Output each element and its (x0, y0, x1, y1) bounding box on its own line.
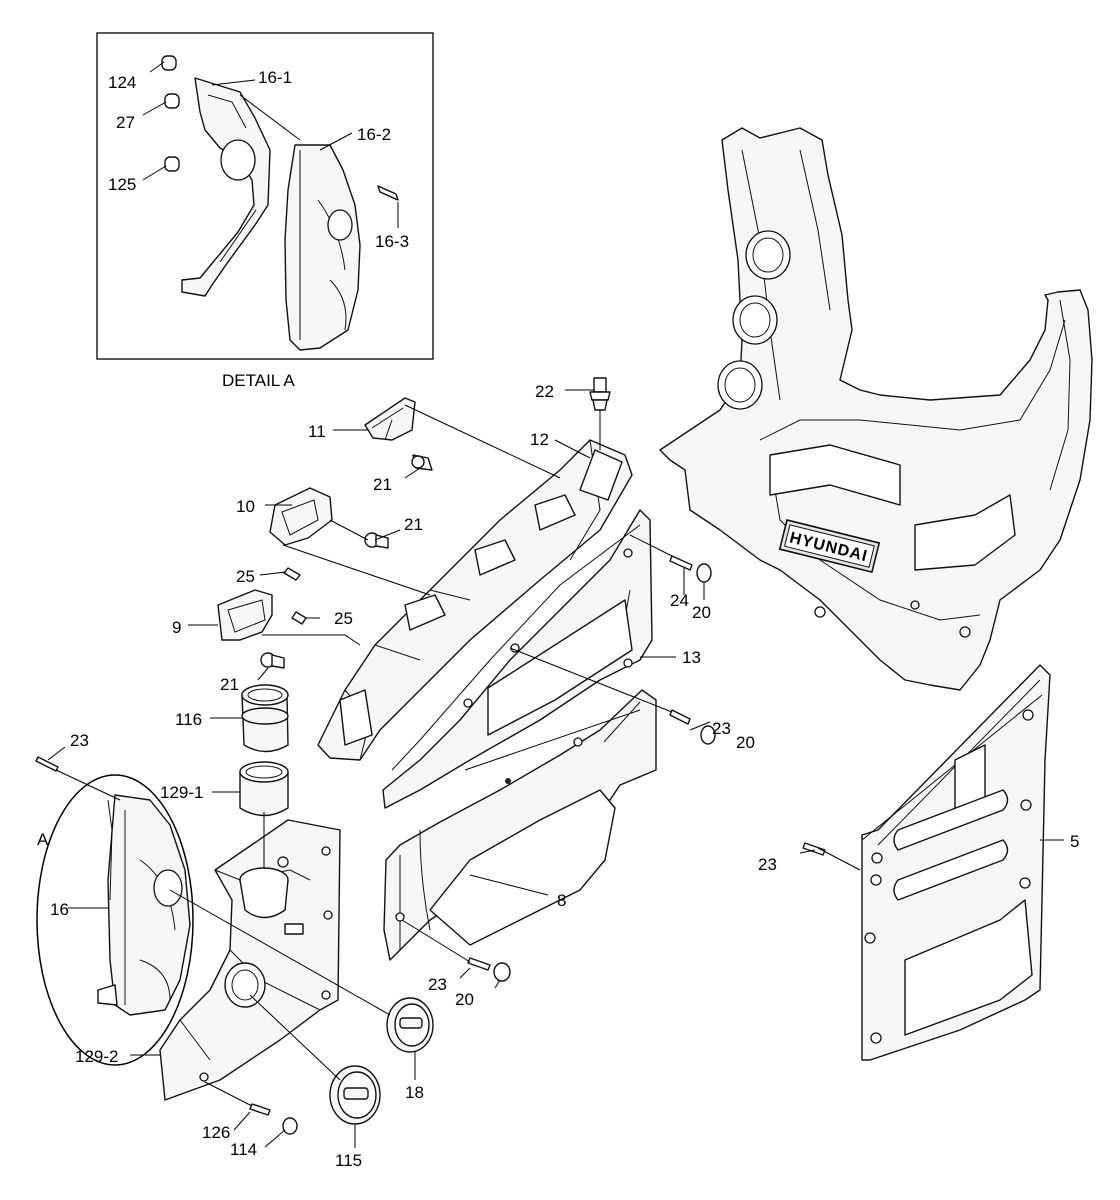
detail-caption: DETAIL A (222, 371, 295, 390)
panel-13-body (382, 509, 653, 809)
callout-23-b: 23 (712, 719, 731, 738)
callout-5: 5 (1070, 832, 1079, 851)
callout-116: 116 (175, 710, 202, 729)
panel-5-recess (904, 899, 1033, 1036)
callout-23-d: 23 (428, 975, 447, 994)
center-console-12 (317, 439, 633, 761)
callout-20-a: 20 (692, 603, 711, 622)
console-12-slot-4 (404, 594, 446, 631)
panel-129-2 (159, 819, 341, 1101)
callout-126: 126 (202, 1123, 230, 1142)
callout-13: 13 (682, 648, 701, 667)
callout-24: 24 (670, 591, 689, 610)
panel-5-slot-1 (893, 789, 1009, 851)
detail-plug-27 (164, 93, 180, 109)
callout-22: 22 (535, 382, 554, 401)
callout-16: 16 (50, 900, 69, 919)
callout-16-2: 16-2 (357, 125, 391, 144)
side-panel-5 (861, 664, 1051, 1061)
callout-125: 125 (108, 175, 136, 194)
detail-plug-125 (164, 156, 180, 172)
detail-screw-16-3 (377, 185, 399, 201)
callout-114: 114 (230, 1140, 257, 1159)
callout-25-b: 25 (334, 609, 353, 628)
callout-23-a: 23 (70, 731, 89, 750)
panel-8-recess (429, 789, 616, 946)
lower-panel-8 (383, 689, 657, 961)
panel-129-2-body (159, 819, 341, 1101)
panel-5-slot-2 (893, 839, 1009, 901)
callout-129-1: 129-1 (160, 783, 203, 802)
rear-panel-pocket (914, 494, 1016, 571)
rear-panel-tray (769, 444, 901, 506)
detail-cover-hole (327, 209, 353, 241)
callout-8: 8 (557, 891, 566, 910)
detail-cover-16-2 (284, 144, 361, 351)
callout-10: 10 (236, 497, 255, 516)
callout-20-c: 20 (455, 990, 474, 1009)
callout-21-c: 21 (220, 675, 239, 694)
console-12-slot-2 (534, 494, 576, 531)
callout-16-1: 16-1 (258, 68, 292, 87)
callout-27: 27 (116, 113, 135, 132)
cup-ring-129-1 (239, 761, 289, 817)
cup-holder-116 (241, 684, 289, 753)
callout-16-3: 16-3 (375, 232, 409, 251)
callout-23-c: 23 (758, 855, 777, 874)
callout-21-a: 21 (373, 475, 392, 494)
knob-18 (386, 997, 434, 1053)
callout-21-b: 21 (404, 515, 423, 534)
callout-115: 115 (335, 1151, 362, 1170)
leader-lines (47, 389, 1064, 1148)
console-12-slot-3 (474, 539, 516, 576)
rear-panel-body (659, 127, 1093, 691)
detail-marker-a: A (37, 830, 49, 849)
callout-18: 18 (405, 1083, 424, 1102)
rear-console-panel: HYUNDAI (659, 127, 1093, 691)
console-12-slot-5 (339, 689, 373, 746)
detail-a-panel: 124 16-1 27 16-2 125 16-3 (96, 32, 434, 360)
callout-20-b: 20 (736, 733, 755, 752)
fasteners (35, 377, 826, 1135)
callout-124: 124 (108, 73, 136, 92)
bracket-10 (269, 487, 333, 546)
detail-bracket-hole (220, 139, 256, 181)
console-12-slot-1 (579, 449, 623, 501)
callout-9: 9 (172, 618, 181, 637)
callout-12: 12 (530, 430, 549, 449)
bracket-11 (364, 397, 416, 441)
detail-a-callout-circle (36, 774, 194, 1066)
callout-129-2: 129-2 (75, 1047, 118, 1066)
panel-129-2-knob-hole (224, 962, 266, 1008)
detail-a-cover-16 (107, 794, 191, 1016)
detail-plug-124 (161, 55, 177, 71)
bracket-9 (217, 589, 273, 641)
callout-11: 11 (308, 422, 326, 441)
knob-115 (329, 1065, 381, 1125)
callout-25-a: 25 (236, 567, 255, 586)
